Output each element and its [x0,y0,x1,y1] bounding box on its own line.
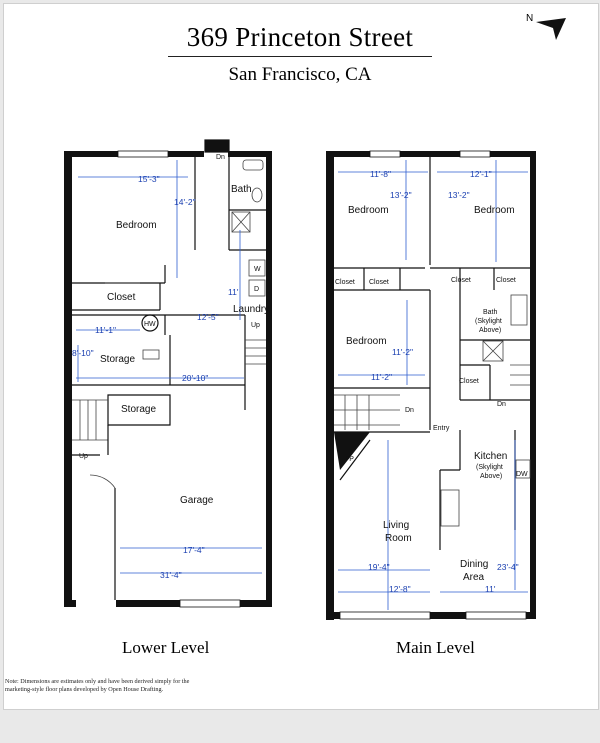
stairs-down-label: Dn [216,154,225,161]
stairs-up-label: Up [251,322,260,329]
dim-living-width: 12'-8" [389,584,411,594]
room-living: Room [385,533,412,544]
stairs-up-label: Up [79,453,88,460]
bath-note: Above) [479,327,501,334]
dim-bedroom-width: 15'-3" [138,174,160,184]
room-closet-3: Closet [451,277,471,284]
main-level-plan: Bedroom Bedroom Bedroom Closet Closet Cl… [326,150,536,620]
page-title: 369 Princeton Street [186,22,414,52]
dim-laundry-height: 11' [228,287,239,297]
room-dining: Dining [460,559,488,570]
wall [266,151,272,607]
dim-mid-width: 20'-10" [182,373,208,383]
room-closet-5: Closet [459,378,479,385]
room-storage: Storage [100,354,135,365]
dim-dining-width: 11' [485,584,496,594]
dim-bedroom-3-height: 11'-2" [392,347,413,357]
disclaimer-note: Note: Dimensions are estimates only and … [5,678,190,693]
room-bedroom-2: Bedroom [474,205,515,216]
wall [326,151,334,620]
wall [64,600,76,607]
north-label: N [526,13,533,24]
dryer-label: D [254,286,259,293]
north-arrow-icon: N [526,13,566,40]
page-subtitle: San Francisco, CA [228,64,372,85]
wall [228,151,272,157]
room-storage-2: Storage [121,404,156,415]
dim-kitchen-height: 23'-4" [497,562,519,572]
wall [326,612,536,619]
kitchen-note: Above) [480,473,502,480]
dim-bedroom-height: 14'-2" [174,197,196,207]
room-dining: Area [463,572,485,583]
wall [530,151,536,617]
room-closet: Closet [107,292,136,303]
room-bath: Bath [231,184,252,195]
dim-storage-width: 11'-1" [95,325,116,335]
room-closet-2: Closet [369,279,389,286]
washer-label: W [254,266,261,273]
lower-level-plan: Bedroom Closet Bath Laundry Storage Stor… [64,139,272,608]
dim-storage-height: 8'-10" [72,348,94,358]
stairs-down-label: Dn [497,401,506,408]
room-bedroom: Bedroom [116,220,157,231]
dim-bedroom-1-width: 11'-8" [370,169,391,179]
title-divider [168,56,432,57]
kitchen-note: (Skylight [476,464,503,471]
wall [326,151,536,157]
room-bedroom-3: Bedroom [346,336,387,347]
room-closet-1: Closet [335,279,355,286]
room-living: Living [383,520,409,531]
fireplace-label: FP [345,456,354,463]
water-heater-label: HW [144,321,156,328]
dim-bedroom-3-width: 11'-2" [371,372,392,382]
entry-label: Entry [433,425,450,432]
dim-living-height: 19'-4" [368,562,390,572]
room-kitchen: Kitchen [474,451,507,462]
room-bedroom-1: Bedroom [348,205,389,216]
dim-garage-width: 17'-4" [183,545,205,555]
bath-note: (Skylight [475,318,502,325]
stairs-down-label: Dn [405,407,414,414]
room-garage: Garage [180,495,214,506]
dim-bedroom-2-width: 12'-1" [470,169,492,179]
dim-bedroom-1-height: 13'-2" [390,190,412,200]
dim-garage-height: 31'-4" [160,570,182,580]
room-closet-4: Closet [496,277,516,284]
wall [334,432,370,470]
wall [64,151,72,607]
room-bath: Bath [483,309,498,316]
room-laundry: Laundry [233,304,269,315]
dim-bedroom-2-height: 13'-2" [448,190,470,200]
dim-laundry-width: 12'-5" [197,312,219,322]
lower-level-label: Lower Level [122,638,210,657]
main-level-label: Main Level [396,638,475,657]
dishwasher-label: DW [516,471,528,478]
